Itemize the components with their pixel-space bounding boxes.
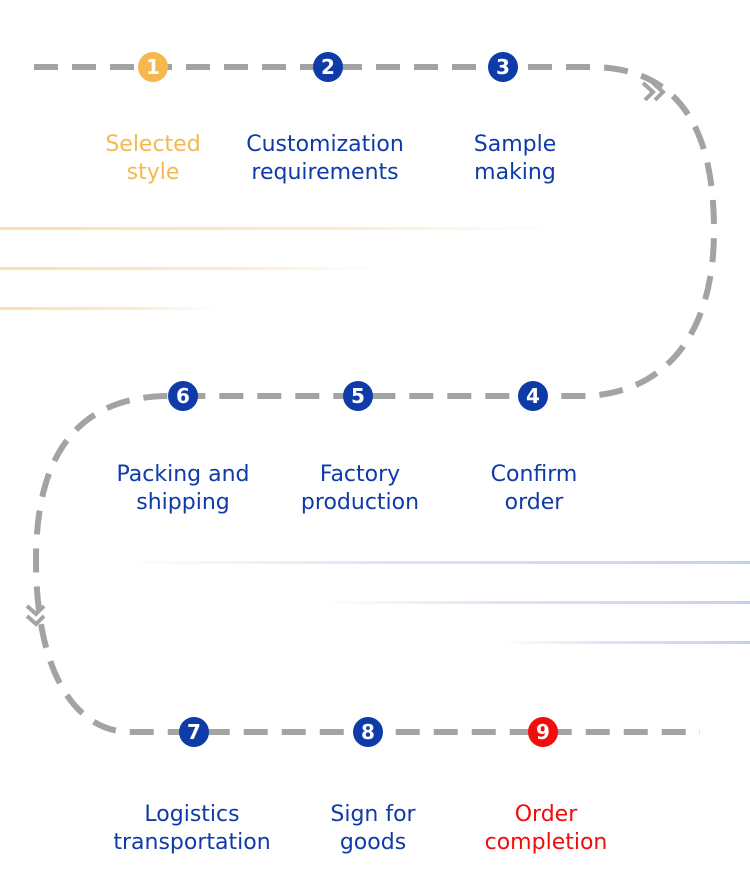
step-8-marker: 8	[353, 717, 383, 747]
step-7-label: Logistics transportation	[113, 802, 271, 855]
step-9-label: Order completion	[484, 802, 608, 855]
step-9-marker: 9	[528, 717, 558, 747]
step-1-marker: 1	[138, 52, 168, 82]
double-chevron-down-icon	[25, 604, 46, 627]
decorative-streak	[0, 227, 560, 230]
decorative-streak	[0, 307, 220, 310]
path-segment-row1	[32, 64, 718, 735]
step-8-label: Sign for goods	[330, 802, 416, 855]
decorative-streak	[120, 561, 750, 564]
step-6-label: Packing and shipping	[116, 462, 250, 515]
step-4-marker: 4	[518, 381, 548, 411]
decorative-streak	[0, 267, 380, 270]
step-2-marker: 2	[313, 52, 343, 82]
step-3-label: Sample making	[473, 132, 557, 185]
double-chevron-right-icon	[641, 81, 666, 102]
step-6-marker: 6	[168, 381, 198, 411]
decorative-streak	[320, 601, 750, 604]
step-7-marker: 7	[179, 717, 209, 747]
step-3-marker: 3	[488, 52, 518, 82]
decorative-streak	[500, 641, 750, 644]
step-5-marker: 5	[343, 381, 373, 411]
step-1-label: Selected style	[105, 132, 201, 185]
step-2-label: Customization requirements	[246, 132, 404, 185]
step-5-label: Factory production	[300, 462, 420, 515]
step-4-label: Confirm order	[490, 462, 578, 515]
